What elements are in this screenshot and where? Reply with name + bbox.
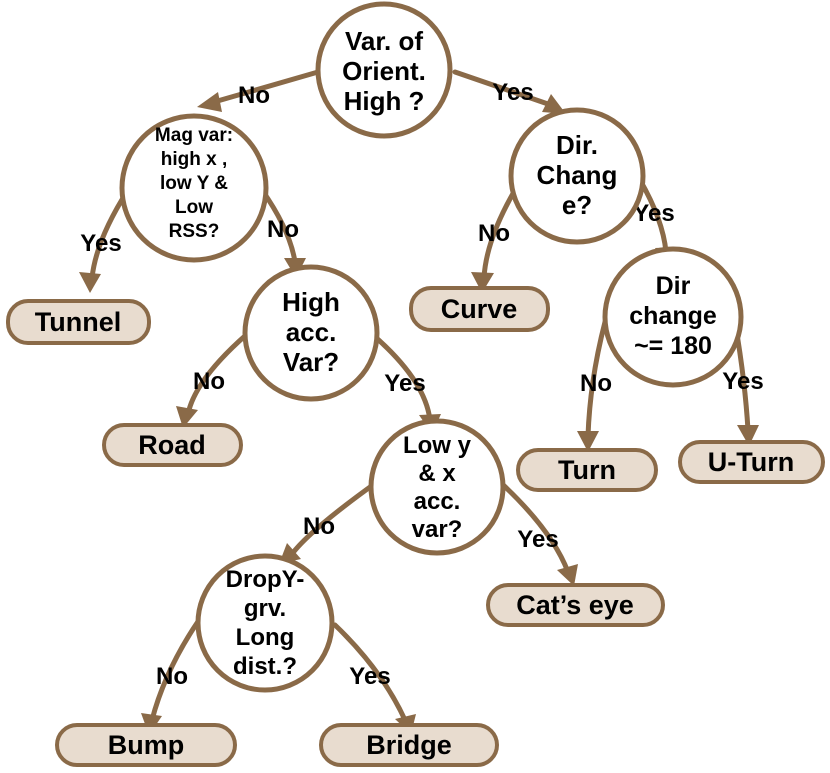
edge-labels: No Yes Yes No No Yes No Yes No Yes No Ye… [80,79,763,690]
node-text-line: Orient. [342,56,426,86]
edge-label-no: No [580,370,612,397]
node-text-line: DropY- [226,566,305,593]
node-text-line: Var. of [345,26,423,56]
edge-drop-yes [332,622,408,723]
arrowhead [471,272,494,293]
node-circle [119,113,269,263]
decision-node-dir-change: Dir. Chang e? [508,107,646,245]
leaf-box [516,448,658,492]
node-text-line: Low y [403,432,472,459]
node-text-line: acc. [286,317,337,347]
edge-label-no: No [478,220,510,247]
leaf-catseye: Cat’s eye [486,583,665,627]
leaf-turn: Turn [516,448,658,492]
edge-label-no: No [238,82,270,109]
arrowhead [176,406,198,428]
leaf-box [409,286,550,332]
edge-dir180-no [585,319,608,439]
node-text-line: change [629,302,717,330]
node-text-line: Mag var: [155,125,233,146]
leaf-curve: Curve [409,286,550,332]
edge-label-no: No [156,663,188,690]
decision-node-drop-y: DropY- grv. Long dist.? [195,553,335,693]
edge-lowyx-no [289,479,380,557]
leaf-tunnel: Tunnel [6,299,151,345]
node-text-line: Var? [283,347,339,377]
edge-label-yes: Yes [517,526,558,553]
leaf-box [6,299,151,345]
node-text-line: RSS? [169,221,220,242]
edge-label-yes: Yes [492,79,533,106]
node-text-line: acc. [414,488,461,515]
leaf-label: Tunnel [35,307,121,337]
node-circle [368,418,506,556]
node-circle [195,553,335,693]
arrowhead [577,431,599,452]
edge-label-no: No [193,368,225,395]
leaf-box [678,440,825,484]
node-circle [315,1,453,139]
leaf-label: Turn [558,455,616,485]
edge-label-yes: Yes [722,368,763,395]
decision-node-low-yx: Low y & x acc. var? [368,418,506,556]
leaf-box [486,583,665,627]
node-circle [602,246,744,388]
node-text-line: low Y & [160,173,228,194]
leaf-label: Curve [441,294,518,324]
decision-node-orientation: Var. of Orient. High ? [315,1,453,139]
leaf-box [55,723,237,767]
edge-acc-no [185,332,249,417]
edge-dir-no [481,187,518,281]
leaf-uturn: U-Turn [678,440,825,484]
node-text-line: grv. [244,595,286,622]
node-text-line: Dir. [556,130,598,160]
edge-label-yes: Yes [80,230,121,257]
node-text-line: Low [175,197,213,218]
node-text-line: & x [418,460,456,487]
edge-orient-no [211,69,321,105]
edge-lowyx-yes [497,479,571,575]
leaf-bridge: Bridge [319,723,499,767]
edge-drop-no [149,617,202,723]
node-circle [242,264,380,402]
node-text-line: high x , [161,149,228,170]
node-text-line: Long [236,624,295,651]
leaf-box [319,723,499,767]
decision-node-mag-var: Mag var: high x , low Y & Low RSS? [119,113,269,263]
node-text-line: var? [412,516,463,543]
leaf-road: Road [102,423,243,467]
edge-label-yes: Yes [349,663,390,690]
leaf-label: U-Turn [708,447,794,477]
node-text-line: High ? [344,86,425,116]
arrowhead [557,564,578,586]
leaf-bump: Bump [55,723,237,767]
node-text-line: Dir [656,272,691,300]
node-text-line: e? [562,190,592,220]
leaf-box [102,423,243,467]
decision-node-high-acc: High acc. Var? [242,264,380,402]
node-text-line: Chang [537,160,618,190]
arrowhead [197,92,222,112]
node-circle [508,107,646,245]
edge-label-no: No [303,513,335,540]
leaf-label: Bump [108,730,185,760]
node-text-line: High [282,287,340,317]
edge-label-yes: Yes [633,200,674,227]
edge-orient-yes [452,69,551,107]
node-text-line: dist.? [233,653,297,680]
edge-label-no: No [267,216,299,243]
arrowhead [79,272,101,293]
decision-node-dir-180: Dir change ~= 180 [602,246,744,388]
leaf-label: Bridge [366,730,452,760]
node-text-line: ~= 180 [634,332,712,360]
arrowhead [542,94,566,114]
leaf-label: Cat’s eye [516,590,634,620]
leaf-label: Road [138,430,206,460]
arrowhead [737,425,759,446]
edge-acc-yes [370,332,433,423]
edge-label-yes: Yes [384,370,425,397]
